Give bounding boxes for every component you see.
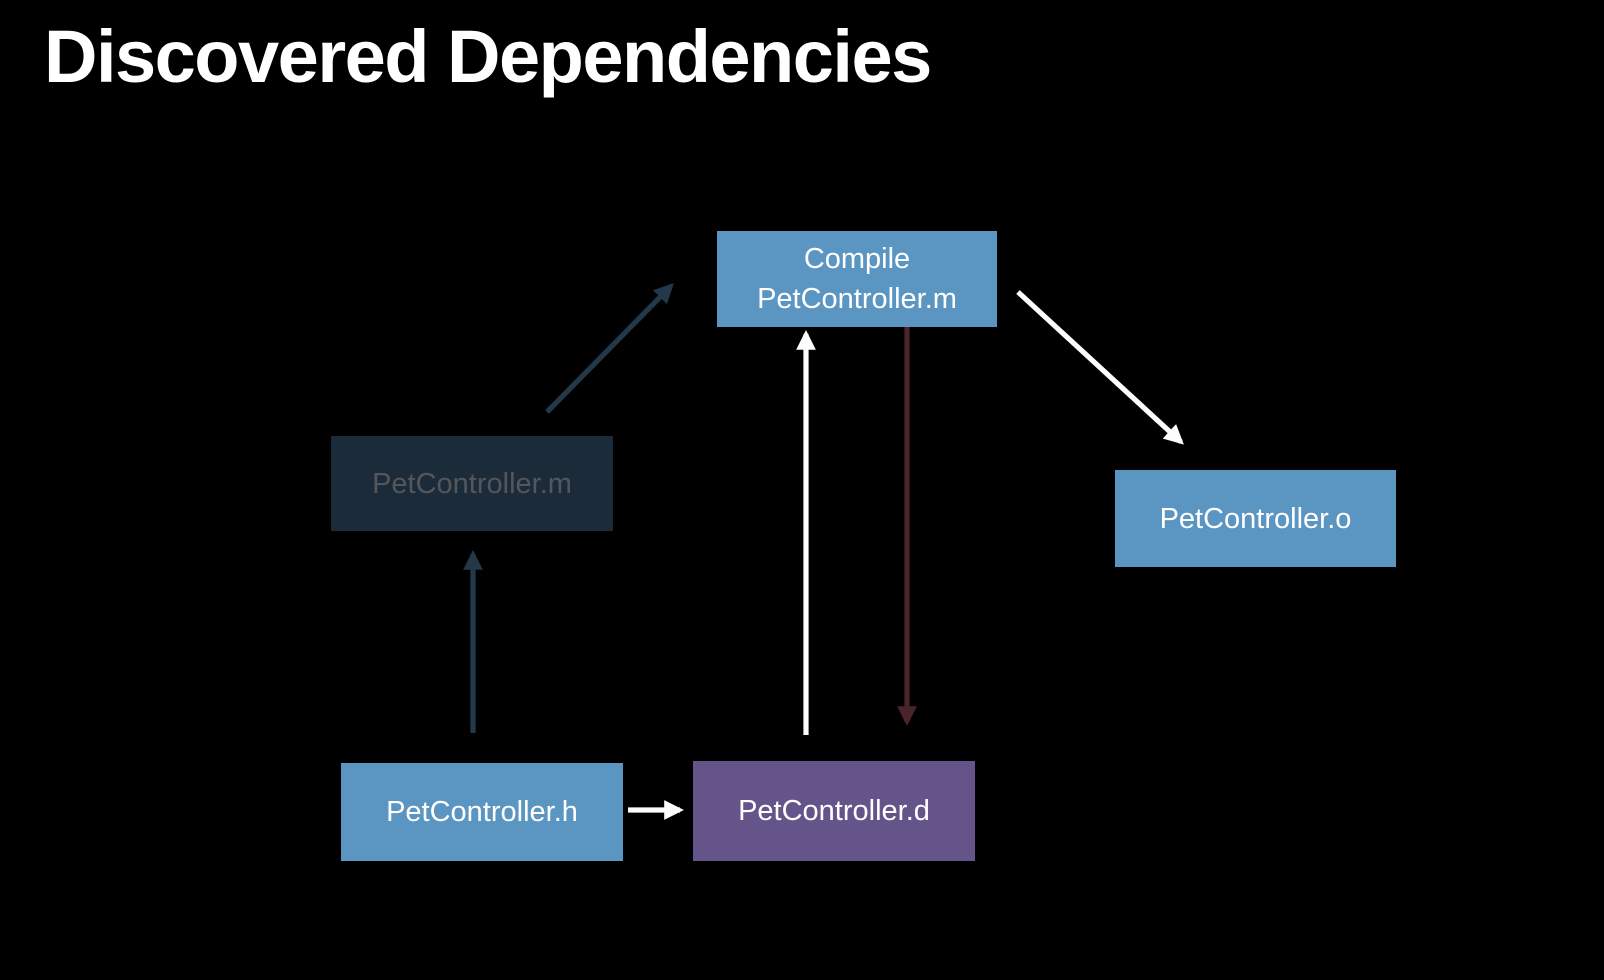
page-title: Discovered Dependencies [44,15,932,98]
node-petcontroller-d: PetController.d [693,761,975,861]
node-petcontroller-h: PetController.h [341,763,623,861]
node-label: PetController.d [738,795,930,827]
edge-compile-to-o [1016,290,1184,445]
node-petcontroller-m: PetController.m [331,436,613,531]
node-label: PetController.h [386,796,578,828]
node-label: PetController.m [372,467,572,500]
node-label: PetController.o [1159,502,1352,535]
node-petcontroller-o: PetController.o [1115,470,1396,567]
node-label-line2: PetController.m [757,283,957,315]
node-label-line1: Compile [803,243,911,275]
node-compile-petcontroller-m: Compile PetController.m [717,231,997,327]
edge-m-to-compile [545,283,674,414]
